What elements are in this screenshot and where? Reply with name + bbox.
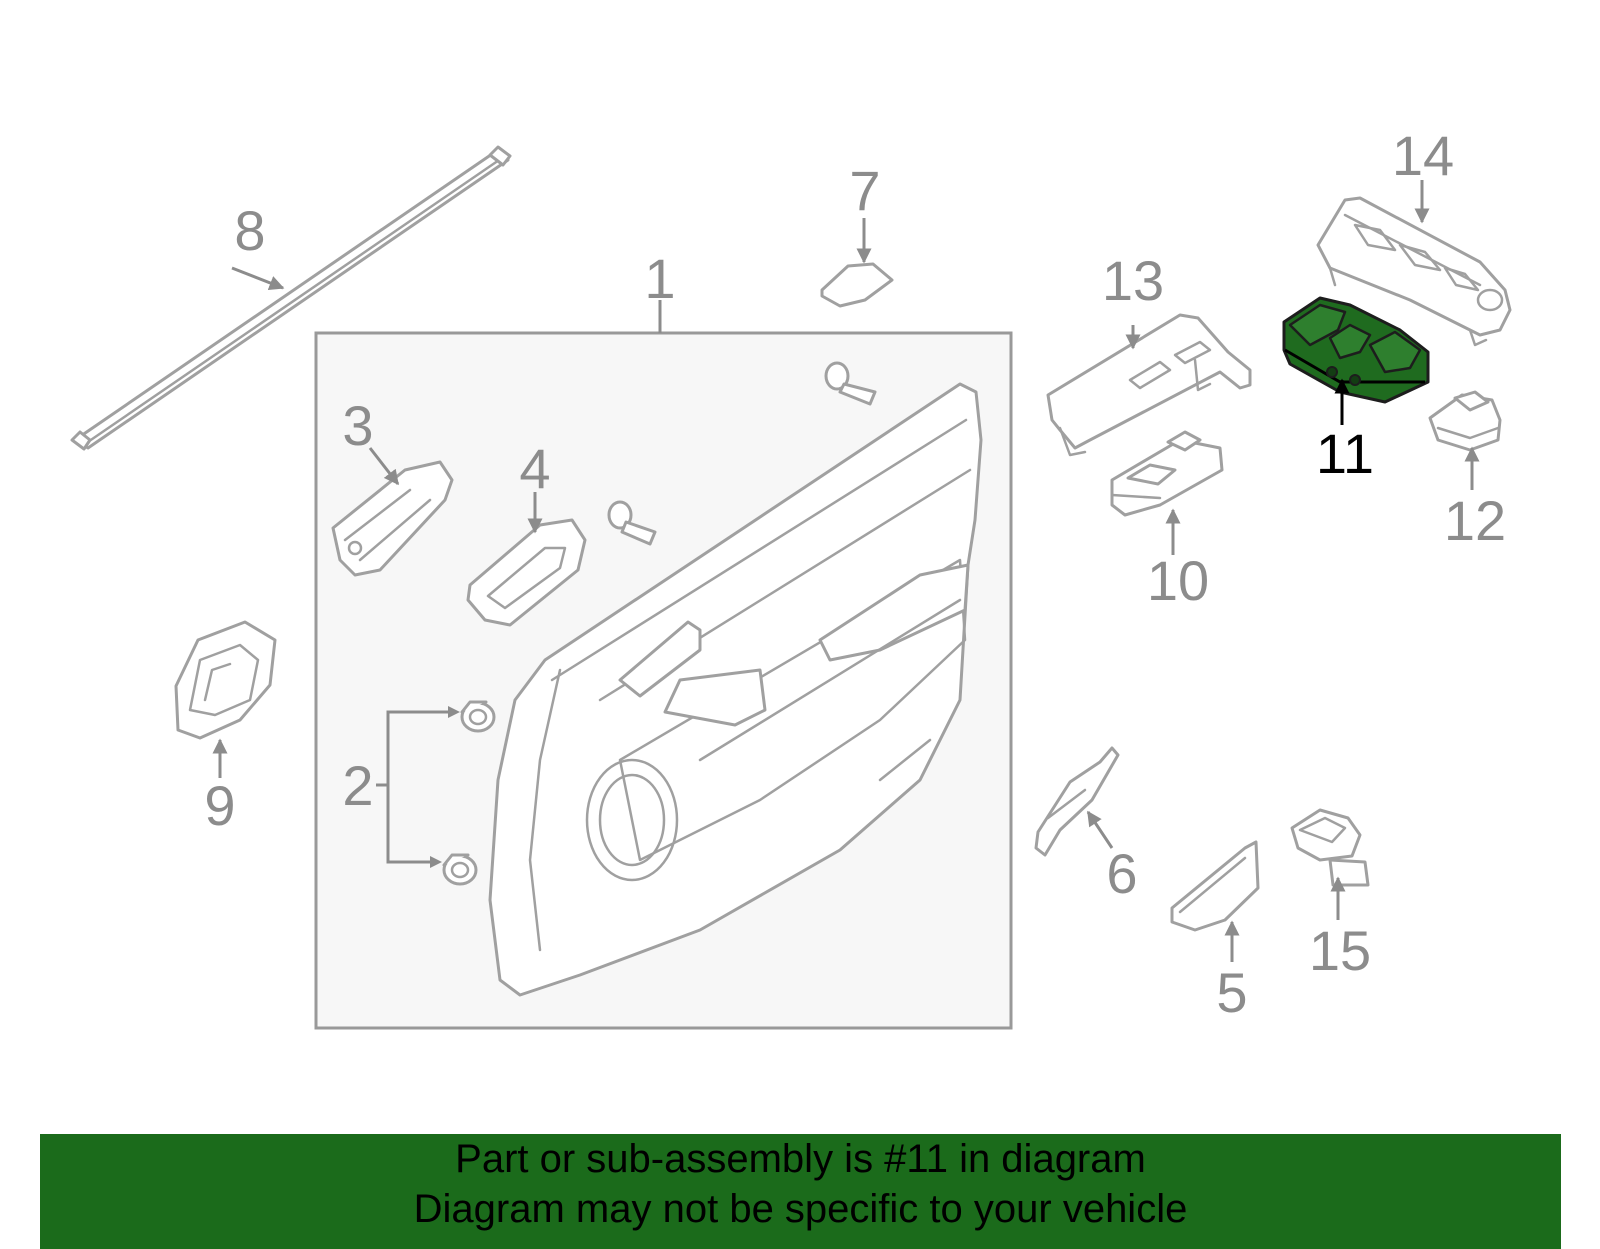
callout-5: 5 (1216, 961, 1247, 1024)
part-4-inner-handle[interactable] (466, 518, 587, 627)
part-13-switch-bezel[interactable] (1046, 313, 1252, 457)
callout-6: 6 (1106, 842, 1137, 905)
part-1-door-trim-panel[interactable] (488, 382, 983, 997)
part-6-trim-strip[interactable] (1034, 746, 1120, 857)
banner-line-1: Part or sub-assembly is #11 in diagram (455, 1137, 1146, 1181)
callout-11: 11 (1316, 422, 1374, 485)
part-8-weatherstrip[interactable] (70, 145, 512, 451)
callout-3: 3 (342, 394, 373, 457)
callout-12: 12 (1444, 489, 1506, 552)
callout-10: 10 (1147, 549, 1209, 612)
screw-upper-right (824, 361, 877, 406)
part-10-switch[interactable] (1110, 430, 1224, 517)
callout-7: 7 (849, 159, 880, 222)
callout-4: 4 (519, 437, 550, 500)
callout-15: 15 (1309, 919, 1371, 982)
screw-middle (607, 500, 657, 546)
part-2-clips[interactable] (376, 700, 496, 886)
banner-line-2: Diagram may not be specific to your vehi… (413, 1187, 1188, 1231)
part-5-cover[interactable] (1170, 840, 1260, 932)
part-12-switch[interactable] (1428, 390, 1502, 452)
callout-9: 9 (204, 774, 235, 837)
part-14-switch-bezel[interactable] (1316, 196, 1512, 347)
part-3-bracket[interactable] (331, 460, 454, 577)
callout-13: 13 (1102, 249, 1164, 312)
callout-8: 8 (234, 199, 265, 262)
part-15-switch[interactable] (1290, 808, 1370, 887)
info-banner: Part or sub-assembly is #11 in diagram D… (40, 1134, 1561, 1249)
part-9-latch-housing[interactable] (174, 620, 277, 740)
leader-lines (212, 180, 1480, 962)
part-7-pad[interactable] (820, 262, 894, 308)
part-11-power-window-master-switch[interactable] (1282, 296, 1430, 404)
callout-14: 14 (1392, 124, 1454, 187)
callout-2: 2 (342, 754, 373, 817)
callout-1: 1 (644, 247, 675, 310)
